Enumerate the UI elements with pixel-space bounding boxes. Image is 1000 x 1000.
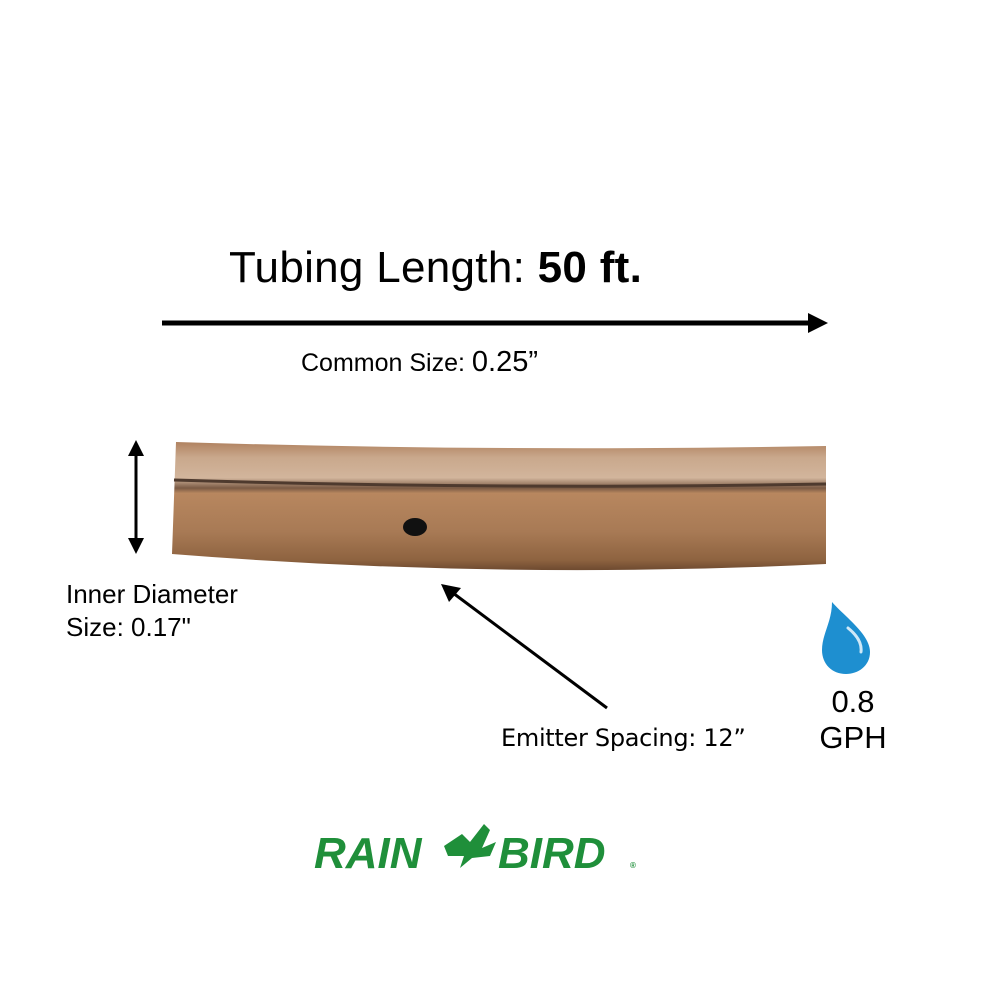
page-title: Tubing Length: 50 ft. <box>229 243 642 293</box>
water-drop-icon <box>822 602 870 674</box>
emitter-arrow-icon <box>441 584 608 710</box>
emitter-spacing: Emitter Spacing: 12” <box>501 724 746 752</box>
registered-mark: ® <box>630 861 636 870</box>
logo-text-left: RAIN <box>314 829 423 878</box>
bird-icon <box>444 824 496 868</box>
common-size-value: 0.25” <box>471 346 538 378</box>
inner-diameter: Inner Diameter Size: 0.17" <box>66 578 238 644</box>
length-arrow-icon <box>162 313 828 333</box>
flow-rate-value: 0.8 <box>831 684 875 719</box>
tubing-image <box>128 440 827 571</box>
inner-diameter-line2: Size: 0.17" <box>66 612 191 642</box>
common-size: Common Size: 0.25” <box>301 346 538 379</box>
rain-bird-logo: RAIN BIRD ® <box>314 824 636 878</box>
common-size-label: Common Size: <box>301 349 472 377</box>
flow-rate: 0.8 GPH <box>808 684 898 756</box>
inner-diameter-line1: Inner Diameter <box>66 579 238 609</box>
flow-rate-unit: GPH <box>819 720 887 755</box>
diameter-arrow-icon <box>128 440 144 554</box>
logo-text-right: BIRD <box>498 829 606 878</box>
title-prefix: Tubing Length: <box>229 243 538 292</box>
tubing-length-value: 50 ft. <box>537 243 643 292</box>
